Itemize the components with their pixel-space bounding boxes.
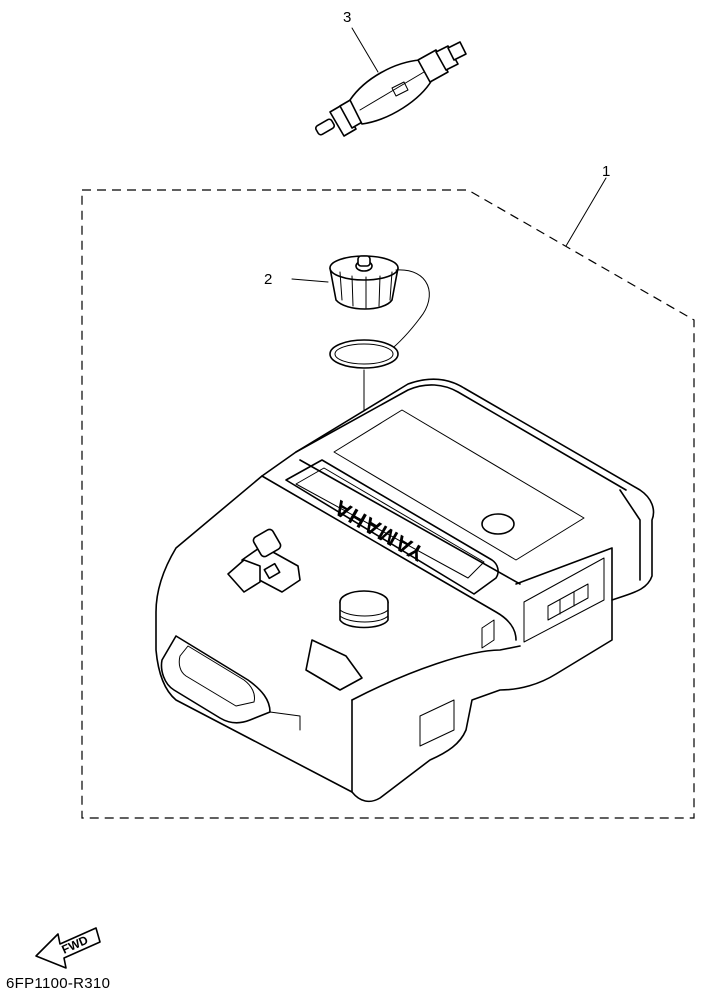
fuel-cap-icon (291, 255, 430, 601)
callout-3-label: 3 (343, 9, 351, 26)
fuel-tank-icon: YAMAHA (155, 378, 655, 803)
callout-1-leader (565, 177, 607, 247)
callout-2-label: 2 (264, 271, 272, 288)
callout-1-label: 1 (602, 163, 610, 180)
drawing-code: 6FP1100-R310 (6, 975, 110, 992)
kit-outline (81, 189, 695, 819)
fwd-arrow-icon: FWD (35, 927, 101, 969)
primer-bulb-icon (315, 27, 467, 137)
